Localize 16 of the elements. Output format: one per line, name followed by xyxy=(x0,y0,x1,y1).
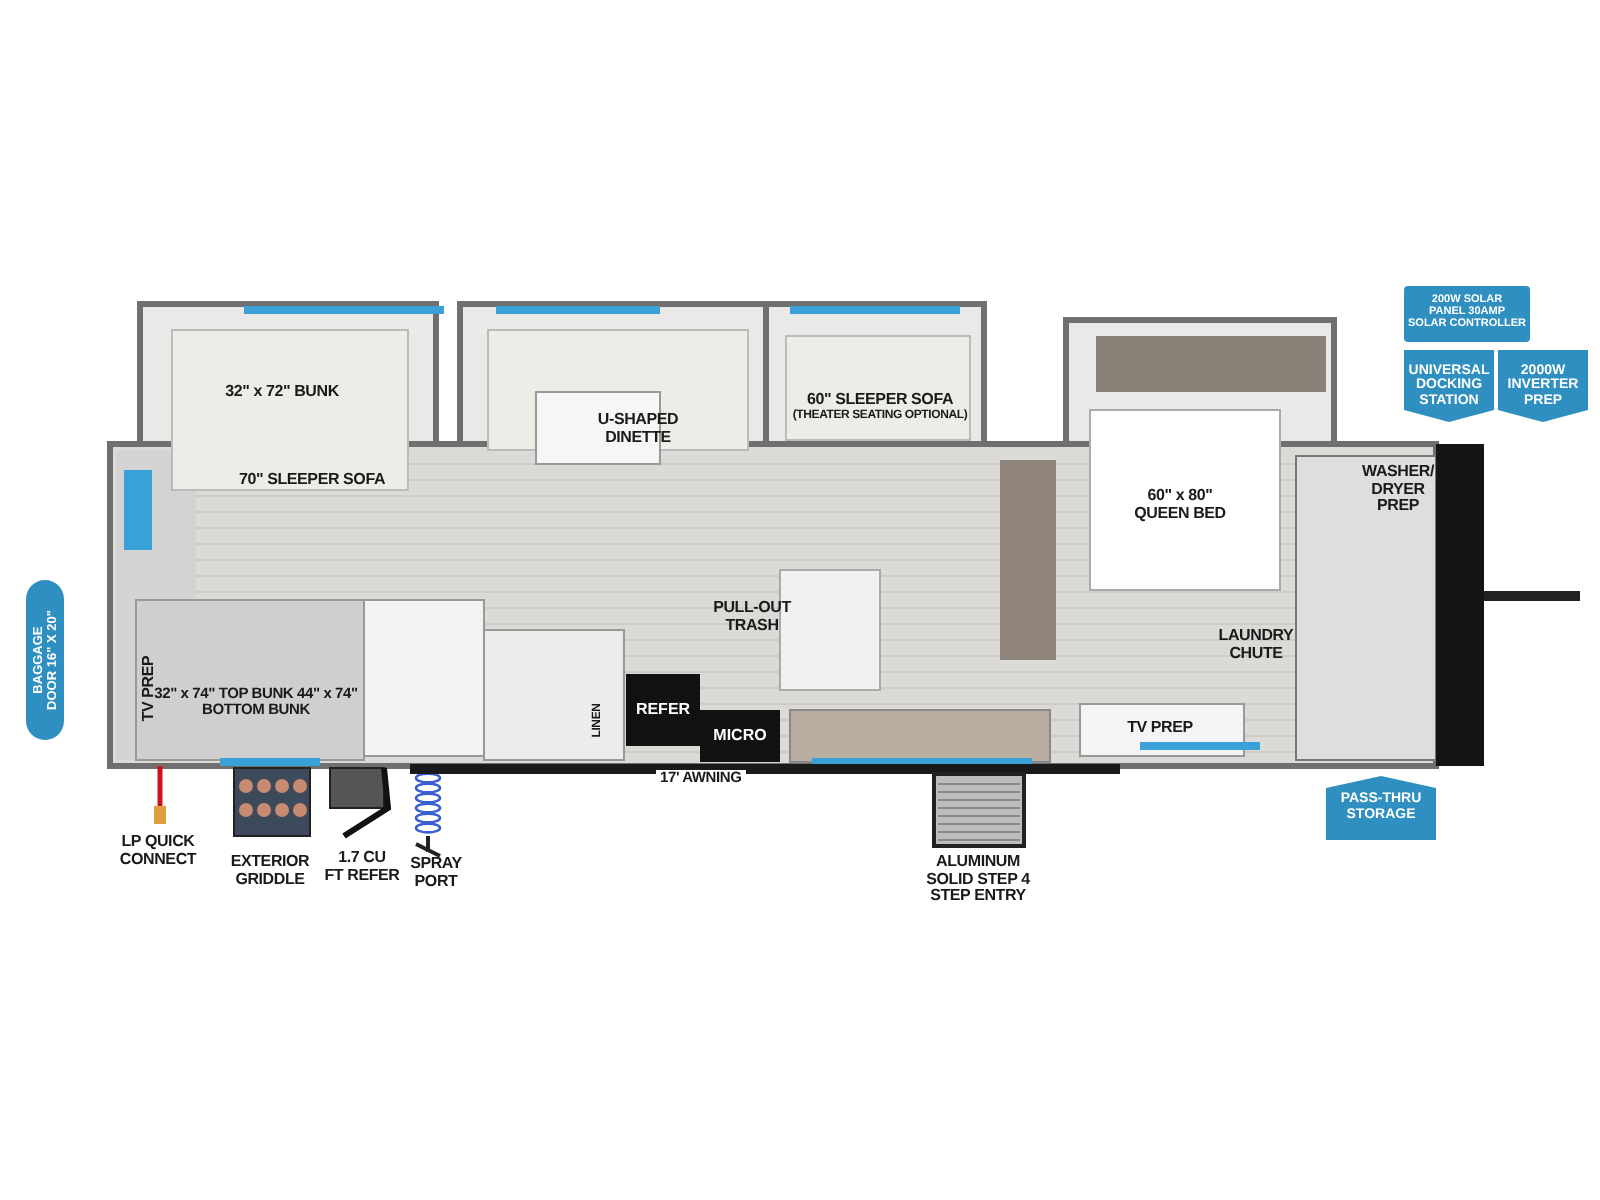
room-label: WASHER/ DRYER PREP xyxy=(1360,464,1436,516)
appliance-box: REFER xyxy=(626,674,700,746)
room-label: EXTERIOR GRIDDLE xyxy=(228,854,312,889)
room-label: 32" x 72" BUNK xyxy=(223,384,341,402)
room-label: 60" SLEEPER SOFA xyxy=(804,392,956,409)
appliance-box: MICRO xyxy=(700,710,780,762)
room-label: LP QUICK CONNECT xyxy=(117,834,199,869)
room-label: LAUNDRY CHUTE xyxy=(1216,628,1296,663)
room-label: 1.7 CU FT REFER xyxy=(322,850,402,885)
room-label: TV PREP xyxy=(1125,720,1195,738)
room-label: 70" SLEEPER SOFA xyxy=(236,472,388,490)
room-label: SPRAY PORT xyxy=(408,856,464,891)
room-label: PULL-OUT TRASH xyxy=(711,600,793,635)
room-label: U-SHAPED DINETTE xyxy=(595,412,681,447)
room-label: ALUMINUM SOLID STEP 4 STEP ENTRY xyxy=(924,854,1032,906)
room-label: 60" x 80" QUEEN BED xyxy=(1132,488,1228,523)
